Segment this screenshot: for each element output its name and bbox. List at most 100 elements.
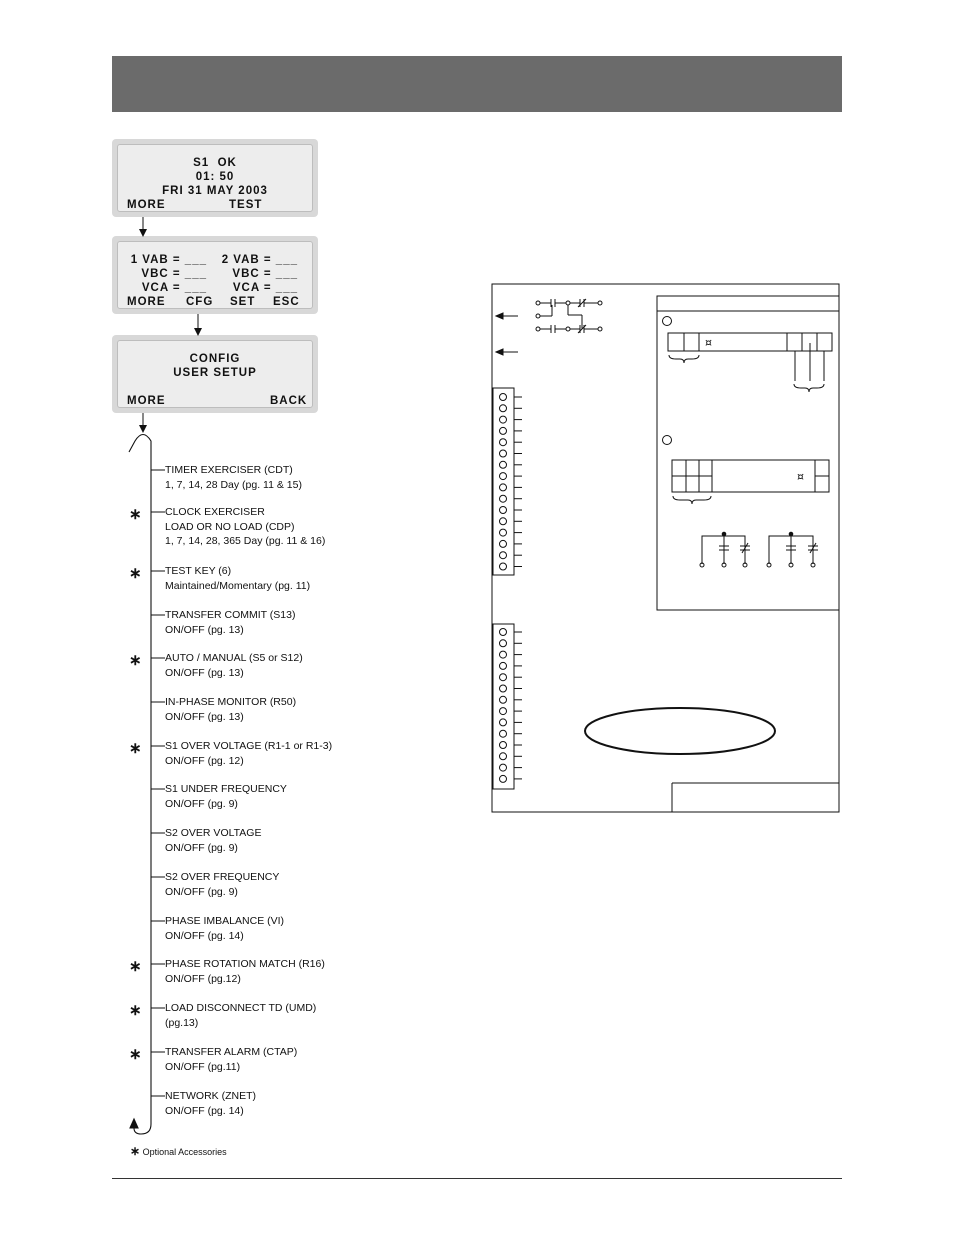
optional-asterisk-icon: ∗ [129, 506, 142, 523]
menu-item-title: S2 OVER FREQUENCY [165, 871, 280, 883]
terminal-screw [499, 774, 507, 783]
menu-item-title: IN-PHASE MONITOR (R50) [165, 696, 297, 708]
relay-block-1 [667, 332, 833, 393]
wiring-diagram [491, 283, 840, 813]
menu-item-title: NETWORK (ZNET) [165, 1090, 256, 1102]
terminal-screw [499, 404, 507, 413]
lcd-source2-vab: 2 VAB = ___ [221, 254, 298, 266]
contact-symbol [535, 298, 603, 334]
lcd-screen-voltages: 1 VAB = ___ 2 VAB = ___ VBC = ___ VBC = … [112, 236, 318, 314]
menu-item[interactable]: PHASE ROTATION MATCH (R16)ON/OFF (pg.12) [165, 957, 325, 986]
lcd-source1-vbc: VBC = ___ [141, 268, 207, 280]
lcd-source2-vca: VCA = ___ [232, 282, 298, 294]
relay-coil-symbol: ¤ [797, 470, 804, 483]
softkey-more[interactable]: MORE [127, 296, 166, 308]
menu-item[interactable]: PHASE IMBALANCE (VI)ON/OFF (pg. 14) [165, 914, 284, 943]
menu-item[interactable]: S2 OVER VOLTAGE ON/OFF (pg. 9) [165, 826, 261, 855]
softkey-cfg[interactable]: CFG [186, 296, 214, 308]
menu-item-detail: Maintained/Momentary (pg. 11) [165, 579, 311, 592]
diagram-frame [491, 283, 840, 813]
menu-item-title: S2 OVER VOLTAGE [165, 827, 262, 839]
terminal-screw [499, 684, 507, 693]
menu-item-detail: ON/OFF (pg. 9) [165, 797, 238, 810]
footnote-text: Optional Accessories [142, 1147, 227, 1157]
menu-item[interactable]: AUTO / MANUAL (S5 or S12) ON/OFF (pg. 13) [165, 651, 303, 680]
menu-item[interactable]: TEST KEY (6) Maintained/Momentary (pg. 11… [165, 564, 310, 593]
menu-item-detail: ON/OFF (pg. 14) [165, 929, 244, 942]
callout-oval [584, 707, 776, 755]
lcd-time-line: 01: 50 [195, 171, 235, 183]
terminal-screw [499, 506, 507, 514]
menu-item-detail: ON/OFF (pg. 9) [165, 885, 238, 898]
terminal-screw [499, 763, 507, 772]
optional-asterisk-icon: ∗ [129, 1002, 142, 1019]
menu-item[interactable]: TRANSFER COMMIT (S13)ON/OFF (pg. 13) [165, 608, 295, 637]
menu-item[interactable]: NETWORK (ZNET) ON/OFF (pg. 14) [165, 1089, 256, 1118]
terminal-screw [499, 415, 507, 424]
mounting-hole [662, 316, 672, 326]
menu-item-detail: 1, 7, 14, 28 Day (pg. 11 & 15) [165, 478, 302, 491]
terminal-screw [499, 551, 507, 560]
menu-item-detail: ON/OFF (pg. 13) [165, 666, 244, 679]
lcd-date-line: FRI 31 MAY 2003 [162, 185, 268, 197]
menu-item[interactable]: TIMER EXERCISER (CDT)1, 7, 14, 28 Day (p… [165, 463, 302, 492]
lcd-display: S1 OK 01: 50 FRI 31 MAY 2003 MORE TEST [117, 144, 313, 212]
optional-asterisk-icon: ∗ [129, 958, 142, 975]
contact-group-left [699, 531, 750, 568]
terminal-strip-lower [492, 623, 515, 790]
menu-item-detail: ON/OFF (pg. 13) [165, 710, 244, 723]
terminal-screw [499, 741, 507, 749]
menu-item-detail: ON/OFF (pg. 9) [165, 841, 238, 854]
terminal-screw [499, 707, 507, 716]
menu-item-title: LOAD DISCONNECT TD (UMD) [165, 1002, 317, 1014]
terminal-screw [499, 661, 507, 670]
menu-item[interactable]: IN-PHASE MONITOR (R50) ON/OFF (pg. 13) [165, 695, 296, 724]
optional-asterisk-icon: ∗ [129, 1046, 142, 1063]
lcd-screen-config: CONFIG USER SETUP MORE BACK [112, 335, 318, 413]
terminal-screw [499, 639, 507, 648]
lcd-source1-vab: 1 VAB = ___ [130, 254, 207, 266]
lcd-config-line: CONFIG [189, 353, 241, 365]
menu-item[interactable]: S1 UNDER FREQUENCY ON/OFF (pg. 9) [165, 782, 287, 811]
lcd-screen-status: S1 OK 01: 50 FRI 31 MAY 2003 MORE TEST [112, 139, 318, 217]
menu-item[interactable]: TRANSFER ALARM (CTAP)ON/OFF (pg.11) [165, 1045, 297, 1074]
menu-item-title: AUTO / MANUAL (S5 or S12) [165, 652, 303, 664]
terminal-screw [499, 695, 507, 704]
menu-item-title: CLOCK EXERCISER [165, 506, 265, 518]
softkey-more[interactable]: MORE [127, 395, 166, 407]
menu-item-detail: LOAD OR NO LOAD (CDP) [165, 520, 295, 533]
controller-panel [656, 295, 840, 611]
menu-item-detail: ON/OFF (pg. 12) [165, 754, 244, 767]
softkey-esc[interactable]: ESC [273, 296, 300, 308]
mounting-hole [662, 435, 672, 445]
softkey-test[interactable]: TEST [229, 199, 263, 211]
terminal-strip-upper [492, 387, 515, 576]
softkey-back[interactable]: BACK [270, 395, 308, 407]
relay-block-2 [671, 459, 830, 505]
lcd-source2-vbc: VBC = ___ [232, 268, 298, 280]
softkey-set[interactable]: SET [230, 296, 256, 308]
terminal-screw [499, 718, 507, 727]
menu-item-title: S1 UNDER FREQUENCY [165, 783, 287, 795]
menu-item-detail: ON/OFF (pg. 14) [165, 1104, 244, 1117]
terminal-screw [499, 460, 507, 469]
footer-rule [112, 1178, 842, 1179]
menu-item-detail: ON/OFF (pg.11) [165, 1060, 241, 1073]
menu-item[interactable]: S1 OVER VOLTAGE (R1-1 or R1-3) ON/OFF (pg… [165, 739, 332, 768]
menu-item[interactable]: LOAD DISCONNECT TD (UMD) (pg.13) [165, 1001, 316, 1030]
terminal-screw [499, 562, 507, 571]
terminal-screw [499, 650, 507, 659]
lcd-display: CONFIG USER SETUP MORE BACK [117, 340, 313, 408]
footnote: ∗ Optional Accessories [130, 1144, 227, 1158]
menu-item-title: S1 OVER VOLTAGE (R1-1 or R1-3) [165, 740, 333, 752]
menu-item[interactable]: S2 OVER FREQUENCY ON/OFF (pg. 9) [165, 870, 279, 899]
asterisk-icon: ∗ [130, 1144, 141, 1158]
lcd-display: 1 VAB = ___ 2 VAB = ___ VBC = ___ VBC = … [117, 241, 313, 309]
terminal-screw [499, 729, 507, 738]
menu-item-detail: ON/OFF (pg. 13) [165, 623, 244, 636]
menu-item-title: TEST KEY (6) [165, 565, 232, 577]
menu-item-detail: (pg.13) [165, 1016, 199, 1029]
terminal-screw [499, 449, 507, 458]
softkey-more[interactable]: MORE [127, 199, 166, 211]
